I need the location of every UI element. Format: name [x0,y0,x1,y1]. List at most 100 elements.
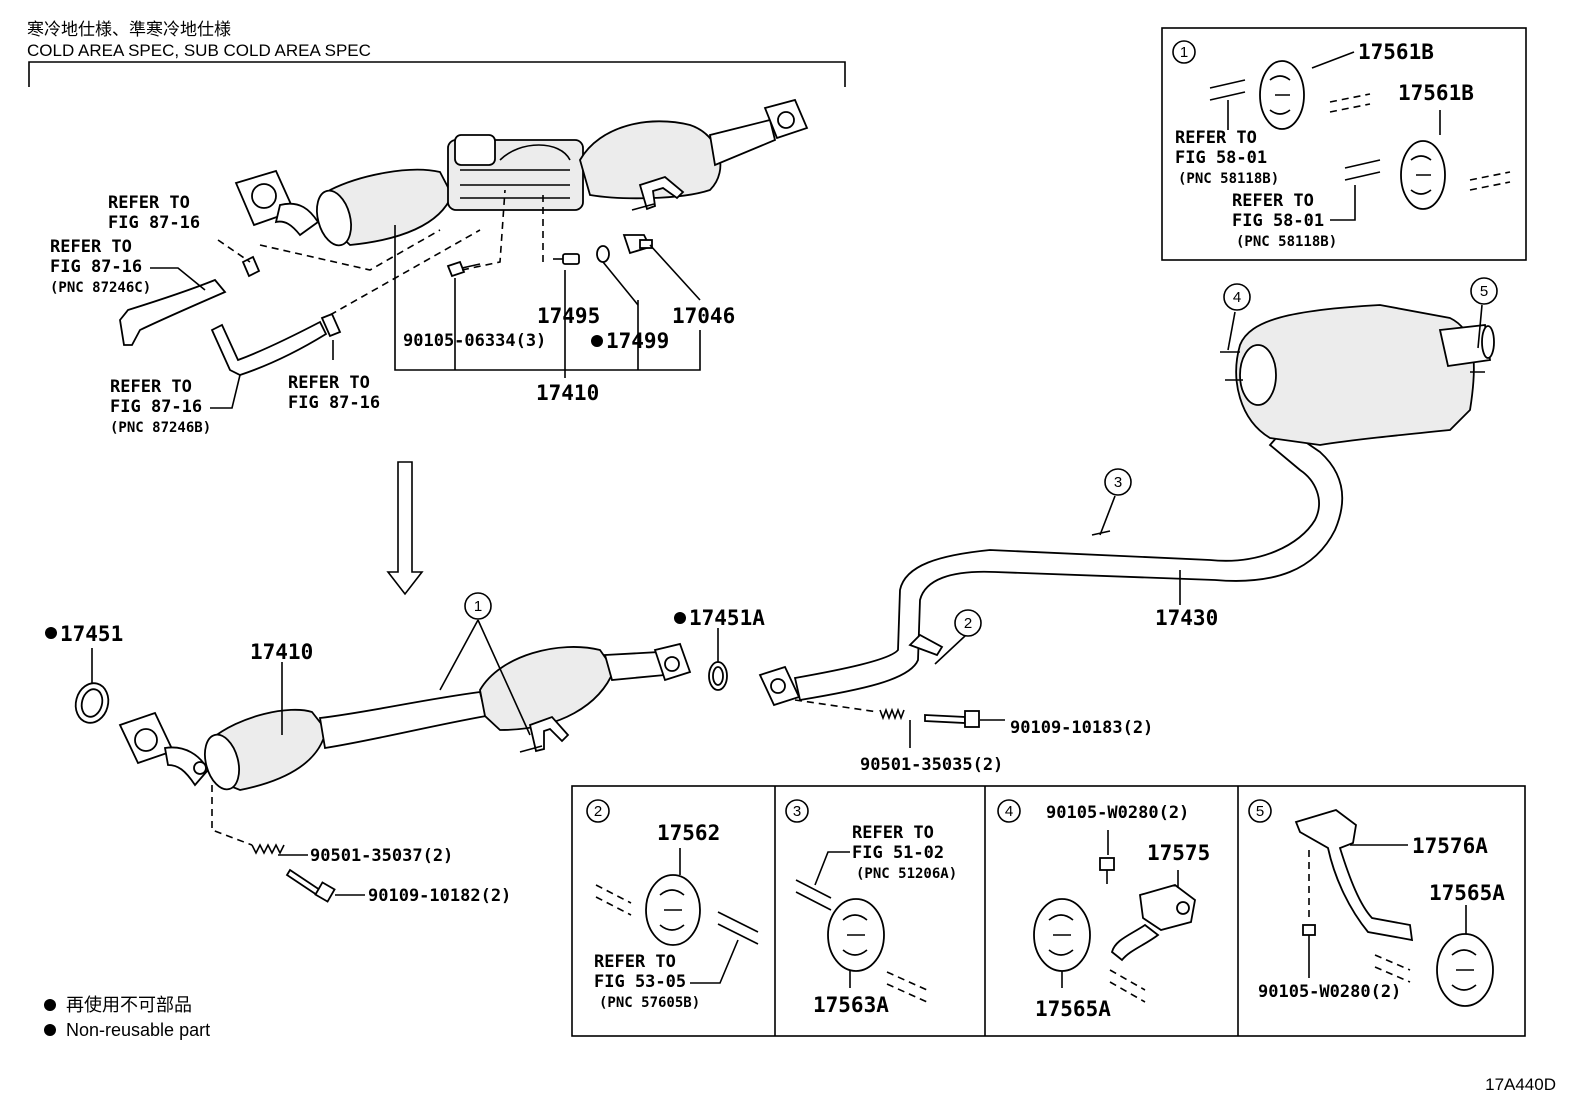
label-17451a: 17451A [689,606,765,630]
legend-dot [44,999,56,1011]
upper-converter-2 [579,98,809,200]
upper-hose-b [210,312,342,376]
inset-2-ref-l2: FIG 53-05 [594,972,686,992]
inset-5-bracket-17576a [1294,809,1414,942]
inset-1-ref-a-l2: FIG 58-01 [1175,148,1267,168]
label-spring2: 90501-35035(2) [860,755,1003,775]
inset-5: 5 17576A 17565A 90105-W0280(2) [1248,799,1505,1007]
upper-front-flange [234,169,320,237]
label-bolt2: 90109-10183(2) [1010,718,1153,738]
upper-ref-d-l2: FIG 87-16 [288,393,380,413]
upper-bracket-ticks [454,270,639,370]
upper-ref-c-pnc: (PNC 87246C) [50,280,151,296]
inset-3-number: 3 [793,803,801,820]
callout-1: 1 [464,592,492,620]
inset-2-number: 2 [594,803,602,820]
bottom-insets-frame [571,785,1526,1037]
svg-text:2: 2 [964,615,972,632]
callout-5: 5 [1470,277,1498,305]
upper-bracket-17410 [394,225,701,371]
upper-ref-c-l2: FIG 87-16 [50,257,142,277]
inset-4-17565a-label: 17565A [1035,997,1111,1021]
inset-1-leader-a [1311,51,1355,69]
non-reusable-dot [591,335,603,347]
legend-en: Non-reusable part [66,1020,210,1040]
svg-text:4: 4 [1233,289,1241,306]
inset-2-ref-leader [690,939,739,984]
upper-17410-label: 17410 [536,381,599,405]
upper-converter-1 [316,168,453,247]
inset-1-ref-b-leader [1330,185,1356,221]
label-bolt1: 90109-10182(2) [368,886,511,906]
leader-callout-2 [934,635,966,665]
bolt-90109-10183 [924,710,980,728]
upper-ref-b-pnc: (PNC 87246B) [110,420,211,436]
upper-hanger-bracket [631,175,685,211]
inset-1: 1 17561B 17561B REFER TO FIG 58-01 (PNC … [1161,27,1527,261]
upper-ref-b-leader [210,374,241,409]
inset-1-ref-b-l2: FIG 58-01 [1232,211,1324,231]
svg-text:1: 1 [474,598,482,615]
lower-converter-1 [204,708,327,791]
upper-sensor-17046 [622,234,653,255]
spec-label-en: COLD AREA SPEC, SUB COLD AREA SPEC [27,41,371,60]
inset-1-hanger-b [1344,140,1511,210]
inset-4-hanger [1033,898,1091,972]
inset-5-hanger [1436,933,1494,1007]
inset-1-ref-b-pnc: (PNC 58118B) [1236,234,1337,250]
tail-pipe-17430 [758,426,1344,707]
muffler [1220,304,1495,446]
inset-3-ref-l2: FIG 51-02 [852,843,944,863]
inset-3: 3 REFER TO FIG 51-02 (PNC 51206A) 17563A [785,799,957,1017]
label-17410: 17410 [250,640,313,664]
inset-5-bolt [1302,924,1316,950]
inset-4-bolt [1099,857,1115,884]
non-reusable-dot [45,627,57,639]
inset-5-17565a-label: 17565A [1429,881,1505,905]
upper-ref-c-l1: REFER TO [50,237,132,257]
upper-ref-a-l2: FIG 87-16 [108,213,200,233]
inset-1-ref-a-l1: REFER TO [1175,128,1257,148]
upper-dash-hose-b [329,229,481,316]
inset-2: 2 17562 REFER TO FIG 53-05 (PNC 57605B) [586,799,759,1011]
upper-assembly: REFER TO FIG 87-16 REFER TO FIG 87-16 (P… [50,98,809,436]
upper-hose-c [119,255,261,346]
inset-1-ref-b-l1: REFER TO [1232,191,1314,211]
upper-ref-b-l2: FIG 87-16 [110,397,202,417]
legend-dot [44,1024,56,1036]
upper-17499-leader [602,261,639,306]
inset-4-number: 4 [1005,803,1013,820]
bolt-90109-10182 [285,868,336,903]
inset-5-bolt-label: 90105-W0280(2) [1258,982,1401,1002]
inset-4-17575-label: 17575 [1147,841,1210,865]
down-arrow-icon [386,461,424,596]
upper-17495-label: 17495 [537,304,600,328]
legend: 再使用不可部品 Non-reusable part [44,995,210,1040]
inset-3-hanger [827,898,885,972]
upper-dash-hose [259,229,441,271]
leader-callout-5 [1477,304,1483,349]
upper-17046-leader [649,244,701,301]
leader-callout-1 [439,619,531,736]
upper-heater-module [447,134,584,211]
upper-leader [217,239,251,263]
inset-2-hanger [645,874,701,946]
leader-callout-4 [1227,311,1236,351]
spec-bracket [28,61,846,87]
figure-id: 17A440D [1485,1075,1556,1094]
non-reusable-dot [674,612,686,624]
inset-5-17576a-label: 17576A [1412,834,1488,858]
spec-label-jp: 寒冷地仕様、準寒冷地仕様 [27,20,231,39]
inset-4: 4 90105-W0280(2) 17575 17565A [997,799,1210,1021]
svg-text:5: 5 [1480,283,1488,300]
spec-header: 寒冷地仕様、準寒冷地仕様 COLD AREA SPEC, SUB COLD AR… [27,20,846,87]
upper-ref-c-leader [150,267,206,291]
inset-1-part-b: 17561B [1398,81,1474,105]
label-17451: 17451 [60,622,123,646]
inset-3-ref-leader [814,851,850,886]
lower-dash-1 [211,785,253,846]
inset-2-ref-l1: REFER TO [594,952,676,972]
lower-mid-pipe [318,691,488,750]
upper-ref-d-l1: REFER TO [288,373,370,393]
